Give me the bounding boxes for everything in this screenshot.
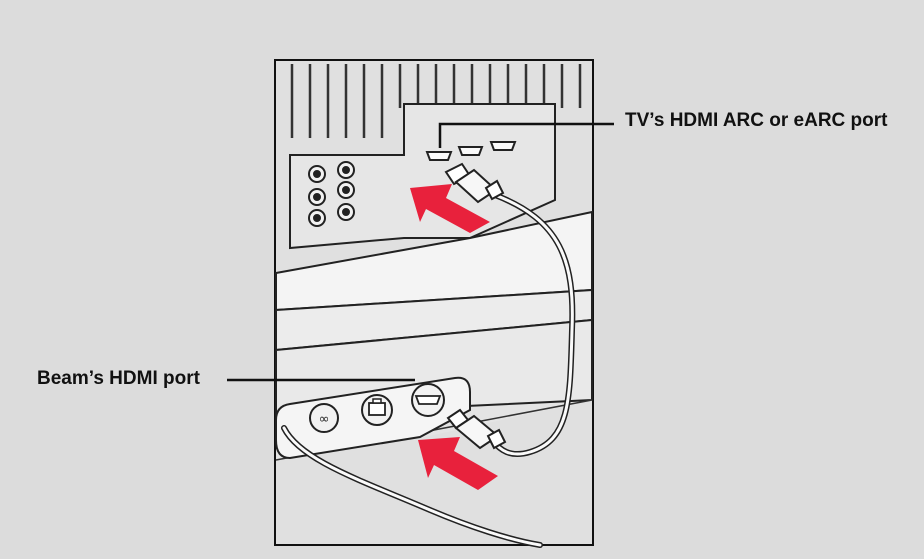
power-port-icon: ∞ bbox=[309, 403, 339, 433]
tv-back-panel bbox=[276, 61, 592, 273]
hdmi-plug-icon bbox=[446, 408, 507, 450]
rca-ports bbox=[308, 161, 355, 227]
soundbar-connector-panel: ∞ bbox=[275, 376, 471, 460]
power-cable bbox=[281, 425, 543, 548]
tv-port-label: TV’s HDMI ARC or eARC port bbox=[625, 110, 888, 131]
tv-hdmi-ports bbox=[425, 141, 517, 161]
red-arrow-icon bbox=[418, 437, 498, 490]
red-arrow-icon bbox=[410, 184, 490, 233]
hdmi-cable bbox=[489, 192, 576, 458]
ethernet-port-icon bbox=[361, 394, 393, 426]
svg-text:∞: ∞ bbox=[319, 412, 330, 427]
soundbar-body bbox=[275, 210, 593, 417]
beam-hdmi-port bbox=[411, 383, 445, 417]
hdmi-plug-icon bbox=[444, 162, 505, 204]
tv-port-callout-line bbox=[438, 122, 614, 148]
beam-port-label: Beam’s HDMI port bbox=[37, 368, 200, 389]
